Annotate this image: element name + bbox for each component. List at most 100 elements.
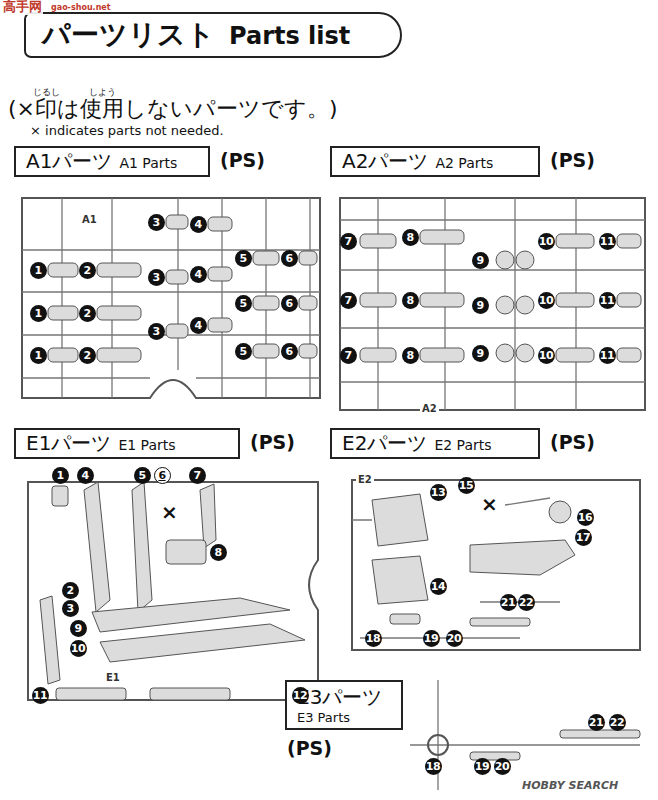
- callout-number: 10: [538, 233, 555, 250]
- callout-number: 4: [190, 266, 207, 283]
- callout-number: 7: [340, 347, 357, 364]
- callout-number: 13: [430, 484, 447, 501]
- callout-number: 10: [538, 292, 555, 309]
- callout-number: 2: [62, 582, 79, 599]
- watermark: HOBBY SEARCH: [522, 780, 618, 793]
- material-code: (PS): [287, 738, 332, 760]
- callout-number: 5: [235, 250, 252, 267]
- watermark: gao-shou.net: [50, 3, 112, 12]
- callout-number: 11: [599, 292, 616, 309]
- callout-number: 8: [402, 347, 419, 364]
- callout-number: 21: [500, 594, 517, 611]
- unused-mark: ×: [481, 494, 498, 514]
- callout-number: 7: [340, 233, 357, 250]
- callout-number: 6: [154, 467, 171, 484]
- header-subtext: E3 Parts: [297, 710, 350, 725]
- runner-header: E1パーツ E1 Parts: [14, 428, 240, 459]
- note-text: × indicates parts not needed.: [30, 124, 224, 139]
- callout-number: 4: [190, 317, 207, 334]
- header-text: E2パーツ: [342, 431, 427, 456]
- header-text: A1パーツ: [26, 149, 112, 174]
- callout-number: 1: [30, 347, 47, 364]
- callout-number: 22: [518, 594, 535, 611]
- callout-number: 6: [281, 343, 298, 360]
- callout-number: 14: [430, 578, 447, 595]
- header-text: E1パーツ: [26, 431, 111, 456]
- callout-number: 12: [292, 687, 309, 704]
- runner-mark: E1: [104, 672, 122, 684]
- header-text: パーツリスト: [42, 18, 215, 52]
- callout-number: 20: [446, 630, 463, 647]
- runner-e2: [352, 480, 640, 650]
- material-code: (PS): [550, 150, 595, 172]
- runner-mark: A2: [420, 403, 439, 415]
- callout-number: 7: [189, 467, 206, 484]
- header-subtext: A1 Parts: [119, 155, 177, 171]
- furigana: じるし: [33, 88, 60, 97]
- unused-mark: ×: [161, 502, 178, 522]
- header-subtext: E2 Parts: [434, 437, 491, 453]
- material-code: (PS): [250, 432, 295, 454]
- callout-number: 4: [190, 216, 207, 233]
- callout-number: 18: [425, 758, 442, 775]
- callout-number: 19: [423, 630, 440, 647]
- title-banner: パーツリスト Parts list: [24, 12, 402, 58]
- runner-e1: [28, 482, 318, 700]
- callout-number: 19: [474, 758, 491, 775]
- callout-number: 11: [599, 233, 616, 250]
- header-subtext: A2 Parts: [435, 155, 493, 171]
- runner-header: A2パーツ A2 Parts: [330, 146, 540, 177]
- callout-number: 6: [281, 295, 298, 312]
- callout-number: 5: [235, 295, 252, 312]
- callout-number: 2: [79, 262, 96, 279]
- material-code: (PS): [220, 150, 265, 172]
- callout-number: 9: [472, 252, 489, 269]
- callout-number: 11: [32, 687, 49, 704]
- furigana: しよう: [89, 88, 116, 97]
- callout-number: 5: [134, 467, 151, 484]
- callout-number: 3: [148, 214, 165, 231]
- callout-number: 10: [538, 347, 555, 364]
- callout-number: 8: [210, 544, 227, 561]
- callout-number: 3: [148, 269, 165, 286]
- runner-header: E2パーツ E2 Parts: [330, 428, 540, 459]
- callout-number: 8: [402, 229, 419, 246]
- callout-number: 5: [235, 343, 252, 360]
- callout-number: 1: [30, 305, 47, 322]
- runner-mark: A1: [80, 214, 99, 226]
- callout-number: 1: [30, 262, 47, 279]
- header-text: E3パーツ: [297, 685, 382, 710]
- note-text: (×印は使用しないパーツです。): [8, 96, 338, 121]
- callout-number: 22: [609, 714, 626, 731]
- callout-number: 4: [77, 467, 94, 484]
- callout-number: 16: [577, 509, 594, 526]
- callout-number: 10: [70, 640, 87, 657]
- callout-number: 3: [148, 323, 165, 340]
- callout-number: 6: [281, 250, 298, 267]
- header-subtext: E1 Parts: [118, 437, 175, 453]
- callout-number: 17: [575, 529, 592, 546]
- watermark: 高手网: [2, 0, 43, 15]
- callout-number: 2: [79, 347, 96, 364]
- callout-number: 2: [79, 305, 96, 322]
- runner-a1: [22, 198, 320, 398]
- callout-number: 8: [402, 292, 419, 309]
- runner-header: A1パーツ A1 Parts: [14, 146, 210, 177]
- runner-e3: [410, 680, 640, 790]
- runner-mark: E2: [356, 474, 374, 486]
- header-text: A2パーツ: [342, 149, 428, 174]
- callout-number: 15: [458, 477, 475, 494]
- header-subtext: Parts list: [229, 22, 350, 50]
- material-code: (PS): [550, 432, 595, 454]
- callout-number: 7: [340, 292, 357, 309]
- callout-number: 11: [599, 347, 616, 364]
- callout-number: 9: [70, 620, 87, 637]
- callout-number: 18: [365, 630, 382, 647]
- callout-number: 3: [62, 600, 79, 617]
- callout-number: 20: [494, 758, 511, 775]
- runner-a2: [340, 198, 645, 410]
- callout-number: 9: [472, 297, 489, 314]
- callout-number: 21: [588, 714, 605, 731]
- callout-number: 1: [52, 467, 69, 484]
